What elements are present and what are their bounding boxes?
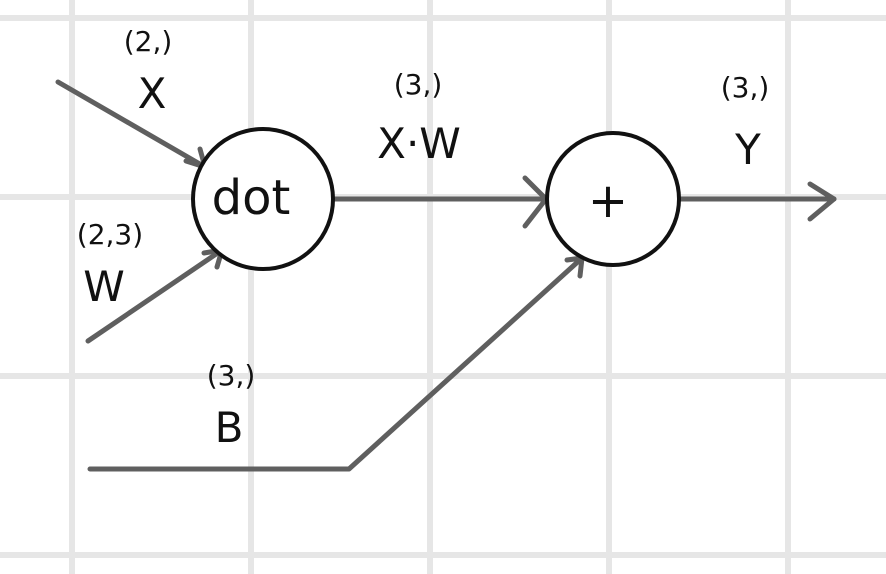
b-shape-label: (3,) [207,359,256,392]
w-shape-label: (2,3) [77,218,143,251]
xw-name-label: X·W [377,119,461,168]
edge-b-to-plus [87,255,585,472]
xw-shape-label: (3,) [394,68,443,101]
dot-node-label: dot [212,170,291,226]
dot-node-circle [191,127,335,271]
plus-node-label: + [588,173,628,229]
x-shape-label: (2,) [124,25,173,58]
plus-node-circle [545,131,681,267]
labels: (2,) X (2,3) W (3,) B (3,) X·W (3,) Y [77,25,769,452]
plus-node: + [545,131,681,267]
arrowhead-output [807,181,837,222]
dot-node: dot [191,127,335,271]
arrowhead-dot-to-plus [522,175,549,229]
edge-w-to-dot [85,247,225,344]
b-name-label: B [215,403,244,452]
y-shape-label: (3,) [721,71,770,104]
x-name-label: X [138,69,167,118]
edge-x-to-dot [55,79,208,170]
w-name-label: W [83,262,125,311]
y-name-label: Y [734,125,761,174]
